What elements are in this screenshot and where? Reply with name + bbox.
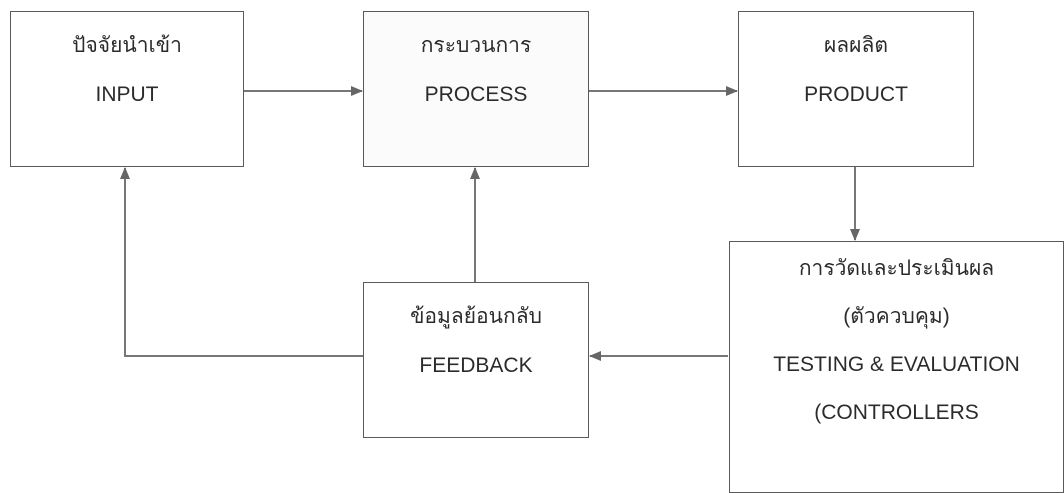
process-english-label: PROCESS [424,83,528,107]
testing-evaluation-box: การวัดและประเมินผล (ตัวควบคุม) TESTING &… [729,241,1064,493]
product-box: ผลผลิต PRODUCT [738,11,974,167]
testing-thai-label: การวัดและประเมินผล [798,257,995,280]
feedback-thai-label: ข้อมูลย้อนกลับ [410,305,542,328]
feedback-box: ข้อมูลย้อนกลับ FEEDBACK [363,282,589,438]
testing-thai-sub-label: (ตัวควบคุม) [843,305,950,329]
process-thai-label: กระบวนการ [420,34,532,57]
input-thai-label: ปัจจัยนำเข้า [72,34,182,57]
testing-english-label: TESTING & EVALUATION [773,353,1020,377]
feedback-english-label: FEEDBACK [419,354,533,378]
process-box: กระบวนการ PROCESS [363,11,589,167]
testing-english-sub-label: (CONTROLLERS [814,401,979,425]
product-english-label: PRODUCT [804,83,908,107]
input-english-label: INPUT [95,83,159,107]
input-box: ปัจจัยนำเข้า INPUT [10,11,244,167]
product-thai-label: ผลผลิต [824,34,888,57]
arrow-feedback-to-input [120,167,363,357]
